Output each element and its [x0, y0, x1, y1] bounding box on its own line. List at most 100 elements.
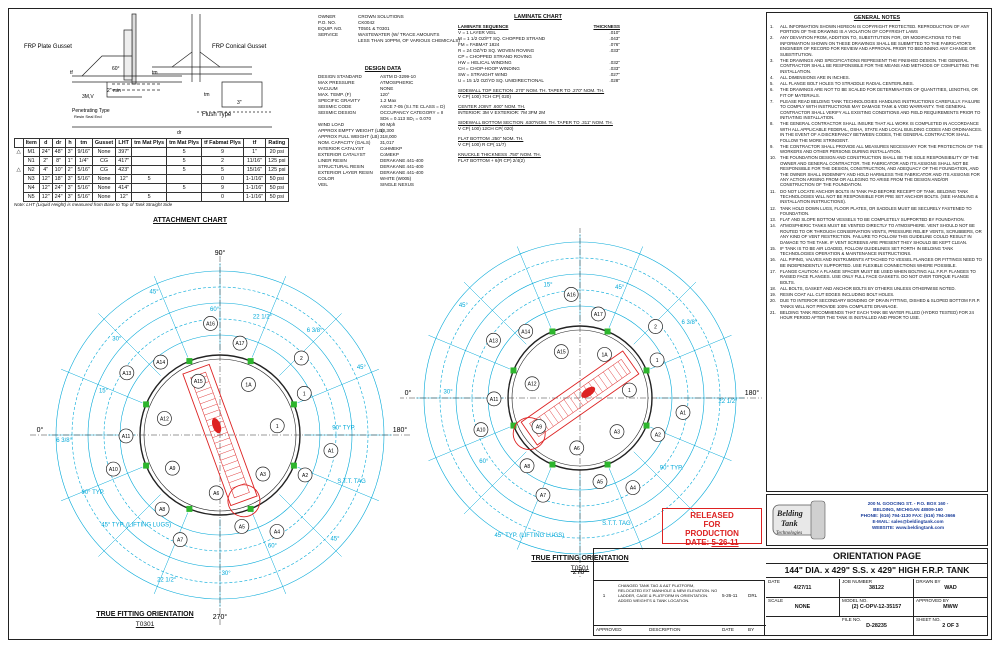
general-note: 13.FLAT AND SLOPE BOTTOM VESSELS TO BE C… [770, 217, 984, 222]
ladder-rung [603, 371, 613, 386]
laminate-label: V = 1 LAYER VEIL [458, 30, 497, 35]
att-cell: N3 [22, 174, 40, 184]
general-note: 18.ALL BOLTS, GASKET AND ANCHOR BOLTS BY… [770, 286, 984, 291]
owner-label: EQUIP. NO. [318, 26, 343, 31]
att-cell: 2 [201, 156, 244, 166]
design-label: APPROX FULL WEIGHT (LB) [318, 134, 380, 139]
att-cell [166, 174, 203, 184]
laminate-label: M = 1 1/2 OZ/FT SQ. CHOPPED STRAND [458, 36, 546, 41]
dimension-line [608, 246, 643, 328]
title-block-value: D-28235 [866, 623, 887, 629]
att-header-cell: tf [242, 138, 267, 148]
laminate-row: R = 24 OZ/YD SQ. WOVEN ROVING.033" [458, 48, 620, 54]
title-block-cell: MODEL NO.(2) C-OPV-12-35157 [840, 598, 914, 617]
ladder-rung [612, 364, 623, 379]
general-note-text: TANK HOLD DOWN LUGS, FLOOR PLATES, OR SA… [780, 205, 972, 216]
laminate-label: U = 15 1/2 OZ/YD SQ. UNIDIRECTIONAL [458, 78, 544, 83]
lifting-lug [643, 367, 650, 374]
dimension-line [428, 426, 510, 461]
general-note-text: THE DRAWINGS AND SPECIFICATIONS REPRESEN… [780, 57, 979, 74]
lifting-lug [186, 505, 193, 512]
fitting-label: 1A [602, 352, 609, 358]
fitting-bubble [486, 391, 502, 407]
svg-text:Belding: Belding [776, 509, 803, 518]
general-note: 10.THE FOUNDATION DESIGN AND CONSTRUCTIO… [770, 155, 984, 187]
fitting-bubble [172, 532, 188, 548]
lifting-lug [143, 462, 150, 469]
att-cell: 24" [38, 147, 53, 157]
att-cell [131, 147, 168, 157]
general-note-number: 14. [770, 223, 776, 229]
fitting-bubble [622, 382, 637, 398]
owner-value: CROWN SOLUTIONS [358, 14, 404, 19]
title-block-label: MODEL NO. [842, 598, 868, 603]
design-value: 10,300 [380, 128, 395, 133]
att-cell: 9 [201, 147, 244, 157]
company-block: Belding Tank Technologies 200 N. GOOCING… [766, 494, 988, 546]
fitting-label: 1 [628, 388, 631, 394]
tank-title: 144" DIA. x 429" S.S. x 429" HIGH F.R.P.… [766, 565, 988, 578]
dimension-line [608, 468, 643, 550]
general-note-text: FLANGE CAUTION: A FLANGE SPACER MUST BE … [780, 269, 976, 285]
revision-number: 1 [602, 593, 606, 598]
general-note-text: FLAT AND SLOPE BOTTOM VESSELS TO BE COMP… [780, 217, 965, 223]
att-cell: None [91, 174, 117, 184]
dimension-line [153, 512, 189, 595]
att-cell: 125 psi [265, 156, 289, 166]
fitting-bubble [119, 365, 135, 381]
design-label: SEISMIC CODE [318, 104, 352, 109]
laminate-label: FM = FABMAT 1824 [458, 42, 500, 47]
att-header-cell: tm Mat Plys [166, 138, 203, 148]
general-note-text: BELDING TANK RECOMMENDS THAT EACH TANK B… [780, 310, 974, 321]
design-value: 318,000 [380, 134, 397, 139]
dimension-line [251, 275, 287, 358]
att-header-cell: h [64, 138, 76, 148]
general-note-text: PLEASE READ BELDING TANK TECHNOLOGIES HA… [780, 98, 981, 121]
lifting-lug [604, 461, 611, 468]
laminate-thickness: .032" [609, 60, 620, 65]
fitting-bubble [118, 428, 134, 444]
ladder-rung [558, 402, 569, 417]
company-website: WEBSITE: www.beldingtank.com [871, 525, 945, 530]
fitting-label: 1 [303, 391, 306, 397]
lifting-lug [247, 358, 254, 365]
att-cell: 4" [38, 165, 53, 175]
general-note-number: 17. [770, 269, 776, 275]
fitting-bubble [590, 306, 606, 322]
fitting-label: A7 [540, 493, 546, 499]
design-label: INTERIOR CATALYST [318, 146, 364, 151]
att-cell: N1 [22, 156, 40, 166]
design-data-title: DESIGN DATA [364, 66, 402, 72]
svg-text:3": 3" [237, 100, 242, 106]
design-row: MAX. TEMP. (F)120° [318, 92, 448, 98]
fitting-label: A10 [476, 428, 485, 434]
att-cell [131, 183, 168, 193]
laminate-thickness: .027" [609, 72, 620, 77]
att-cell: 5 [166, 147, 203, 157]
laminate-row: FM = FABMAT 1824.076" [458, 42, 620, 48]
att-cell: 11/16" [242, 156, 267, 166]
fitting-bubble [524, 376, 540, 392]
title-block-label: DATE [768, 579, 780, 584]
general-note-number: 9. [770, 143, 774, 149]
fitting-bubble [518, 323, 534, 339]
design-label: APPROX EMPTY WEIGHT (LB) [318, 128, 384, 133]
fitting-label: A9 [536, 425, 542, 431]
att-cell: 5 [166, 183, 203, 193]
fitting-bubble [531, 419, 547, 434]
att-cell: 2" [64, 165, 76, 175]
fitting-label: 1 [656, 358, 659, 364]
laminate-thk-header: THICKNESS [593, 24, 620, 29]
dimension-text: 90° TYP. [82, 490, 106, 496]
general-note-text: ALL DIMENSIONS ARE IN INCHES. [780, 74, 850, 80]
laminate-label: CH = CHOP-HOOP WINDING [458, 66, 520, 71]
title-block-label: FILE NO. [842, 617, 862, 622]
fitting-label: A3 [614, 430, 620, 436]
